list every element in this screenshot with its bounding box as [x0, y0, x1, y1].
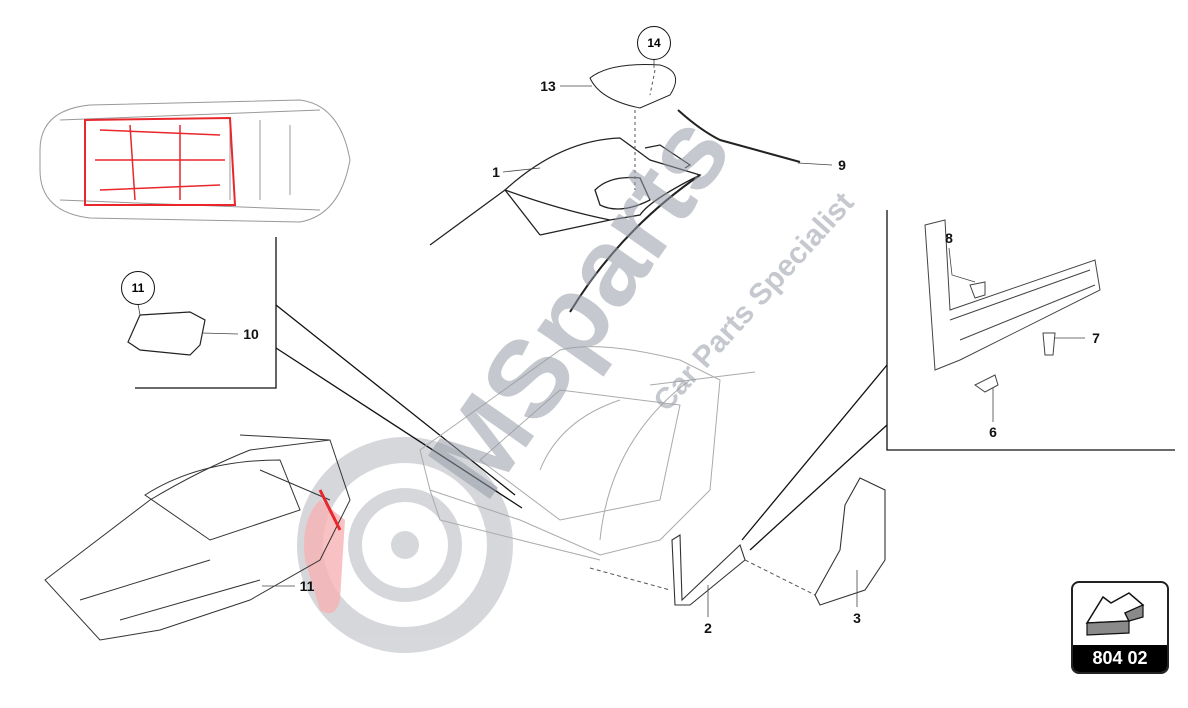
- callout-3[interactable]: 3: [853, 610, 861, 626]
- callout-2[interactable]: 2: [704, 620, 712, 636]
- callout-6[interactable]: 6: [989, 424, 997, 440]
- callout-8[interactable]: 8: [945, 230, 953, 246]
- arrow-icon: [1085, 592, 1145, 636]
- page-code: 804 02: [1073, 645, 1167, 672]
- inset-frame-lines: [135, 210, 1175, 551]
- callout-10[interactable]: 10: [243, 326, 259, 342]
- watermark-wheel-logo: [297, 437, 513, 653]
- callout-13[interactable]: 13: [540, 78, 556, 94]
- side-sill-inset: [924, 219, 1101, 393]
- body-shell: [419, 346, 756, 561]
- page-code-badge[interactable]: 804 02: [1071, 581, 1169, 674]
- leader-lines: [137, 59, 1085, 617]
- roof-glass: [589, 64, 677, 109]
- callout-14[interactable]: 14: [637, 26, 671, 60]
- callout-11-circled[interactable]: 11: [121, 271, 155, 305]
- body-shell-assembly: [44, 434, 351, 641]
- car-top-view: [39, 99, 351, 223]
- roof-panel: [429, 137, 702, 313]
- callout-7[interactable]: 7: [1092, 330, 1100, 346]
- callout-9[interactable]: 9: [838, 157, 846, 173]
- roof-seal: [677, 109, 801, 163]
- roof-bracket: [644, 144, 692, 169]
- callout-11[interactable]: 11: [299, 578, 315, 594]
- side-panels: [671, 477, 886, 606]
- callout-1[interactable]: 1: [492, 164, 500, 180]
- bracket-part-10: [127, 311, 206, 356]
